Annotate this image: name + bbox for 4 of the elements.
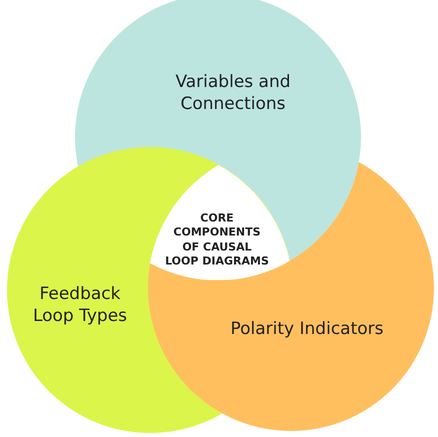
circle-label: Variables and Connections <box>174 70 292 116</box>
circle-label: Polarity Indicators <box>229 318 384 340</box>
circle-label: Feedback Loop Types <box>32 282 128 328</box>
center-title: CORE COMPONENTS OF CAUSAL LOOP DIAGRAMS <box>164 211 270 269</box>
